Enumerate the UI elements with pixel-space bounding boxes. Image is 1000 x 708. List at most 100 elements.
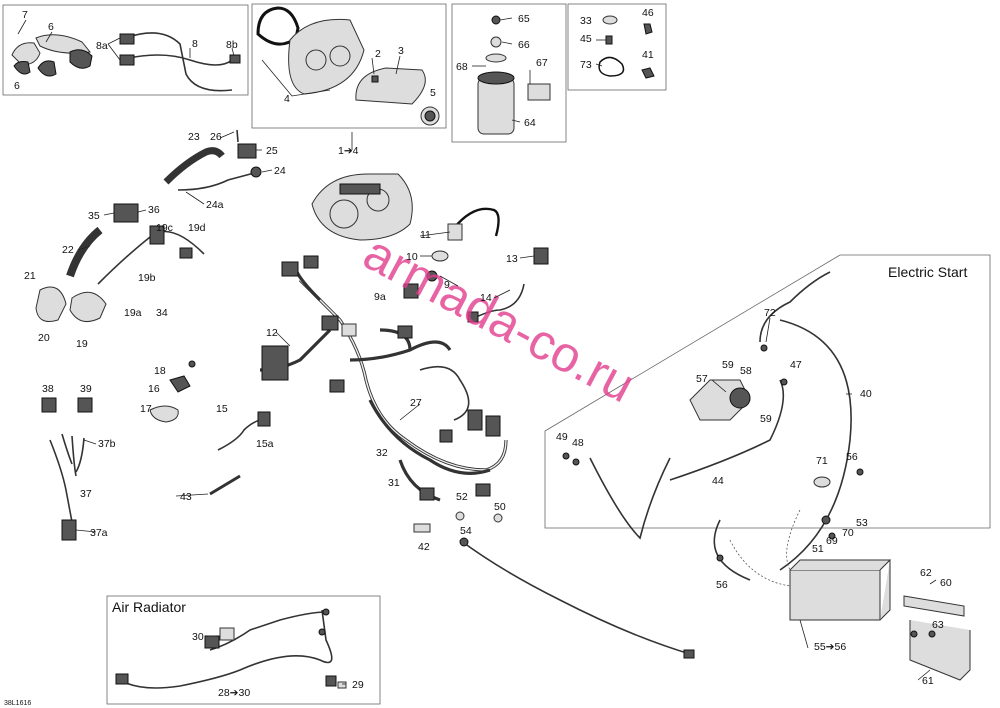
- callout-27: 27: [410, 397, 422, 409]
- callout-68: 68: [456, 61, 468, 73]
- callout-9: 9: [444, 279, 450, 291]
- callout-6-bottom: 6: [14, 80, 20, 92]
- callout-44: 44: [712, 475, 724, 487]
- callout-8: 8: [192, 38, 198, 50]
- callout-71: 71: [816, 455, 828, 467]
- callout-19a: 19a: [124, 307, 142, 319]
- callout-34: 34: [156, 307, 168, 319]
- callout-62: 62: [920, 567, 932, 579]
- callout-66: 66: [518, 39, 530, 51]
- callout-48: 48: [572, 437, 584, 449]
- callout-5: 5: [430, 87, 436, 99]
- callout-14: 14: [480, 292, 492, 304]
- callout-67: 67: [536, 57, 548, 69]
- callout-23: 23: [188, 131, 200, 143]
- callout-53: 53: [856, 517, 868, 529]
- callout-9a: 9a: [374, 291, 386, 303]
- inset-air-radiator: [106, 595, 381, 705]
- callout-6-top: 6: [48, 21, 54, 33]
- section-title-air-radiator: Air Radiator: [112, 599, 186, 615]
- callout-28-30: 28➔30: [218, 687, 250, 699]
- callout-52: 52: [456, 491, 468, 503]
- callout-2: 2: [375, 48, 381, 60]
- left-side-parts: [35, 129, 271, 541]
- watermark: armada-co.ru: [355, 224, 644, 413]
- section-title-electric-start: Electric Start: [888, 264, 967, 280]
- callout-55-56: 55➔56: [814, 641, 846, 653]
- center-right-parts: [403, 207, 549, 323]
- callout-33: 33: [580, 15, 592, 27]
- callout-60: 60: [940, 577, 952, 589]
- callout-22: 22: [62, 244, 74, 256]
- callout-8a: 8a: [96, 40, 108, 52]
- callout-19: 19: [76, 338, 88, 350]
- callout-50: 50: [494, 501, 506, 513]
- inset-switch-harness: [2, 4, 249, 96]
- callout-59-top: 59: [722, 359, 734, 371]
- callout-56-top: 56: [846, 451, 858, 463]
- instrument-cluster: [311, 173, 413, 241]
- callout-64: 64: [524, 117, 536, 129]
- callout-73: 73: [580, 59, 592, 71]
- callout-39: 39: [80, 383, 92, 395]
- inset-instrument-cluster: [251, 3, 447, 129]
- callout-54: 54: [460, 525, 472, 537]
- callout-69: 69: [826, 535, 838, 547]
- callout-37b: 37b: [98, 438, 116, 450]
- callout-58: 58: [740, 365, 752, 377]
- callout-13: 13: [506, 253, 518, 265]
- callout-38: 38: [42, 383, 54, 395]
- callout-43: 43: [180, 491, 192, 503]
- part-callouts: 7 6 6 8a 8 8b 2 3 4 5 1➔4 65 66 67 68 64…: [4, 7, 952, 707]
- callout-61: 61: [922, 675, 934, 687]
- callout-49: 49: [556, 431, 568, 443]
- callout-59-bottom: 59: [760, 413, 772, 425]
- callout-10: 10: [406, 251, 418, 263]
- inset-electric-start-panel: [544, 254, 991, 529]
- callout-45: 45: [580, 33, 592, 45]
- callout-19c: 19c: [156, 222, 173, 234]
- callout-47: 47: [790, 359, 802, 371]
- callout-7: 7: [22, 9, 28, 21]
- callout-70: 70: [842, 527, 854, 539]
- callout-65: 65: [518, 13, 530, 25]
- diagram-code: 38L1616: [4, 700, 31, 707]
- callout-72: 72: [764, 307, 776, 319]
- callout-32: 32: [376, 447, 388, 459]
- callout-37: 37: [80, 488, 92, 500]
- callout-4: 4: [284, 93, 290, 105]
- callout-19b: 19b: [138, 272, 156, 284]
- callout-24: 24: [274, 165, 286, 177]
- callout-29: 29: [352, 679, 364, 691]
- callout-15a: 15a: [256, 438, 274, 450]
- callout-1-4: 1➔4: [338, 145, 359, 157]
- callout-35: 35: [88, 210, 100, 222]
- callout-25: 25: [266, 145, 278, 157]
- electric-start-parts: [562, 271, 971, 681]
- callout-56-bottom: 56: [716, 579, 728, 591]
- callout-57: 57: [696, 373, 708, 385]
- inset-small-hardware: [567, 3, 667, 91]
- callout-16: 16: [148, 383, 160, 395]
- callout-24a: 24a: [206, 199, 224, 211]
- callout-18: 18: [154, 365, 166, 377]
- callout-21: 21: [24, 270, 36, 282]
- callout-46: 46: [642, 7, 654, 19]
- callout-37a: 37a: [90, 527, 108, 539]
- callout-19d: 19d: [188, 222, 206, 234]
- callout-30: 30: [192, 631, 204, 643]
- inset-reservoir: [451, 3, 567, 143]
- callout-15: 15: [216, 403, 228, 415]
- callout-31: 31: [388, 477, 400, 489]
- main-wiring-harness: [259, 255, 695, 659]
- leader-lines: [17, 17, 937, 685]
- callout-41: 41: [642, 49, 654, 61]
- callout-20: 20: [38, 332, 50, 344]
- callout-17: 17: [140, 403, 152, 415]
- callout-63: 63: [932, 619, 944, 631]
- callout-8b: 8b: [226, 39, 238, 51]
- callout-40: 40: [860, 388, 872, 400]
- callout-42: 42: [418, 541, 430, 553]
- callout-3: 3: [398, 45, 404, 57]
